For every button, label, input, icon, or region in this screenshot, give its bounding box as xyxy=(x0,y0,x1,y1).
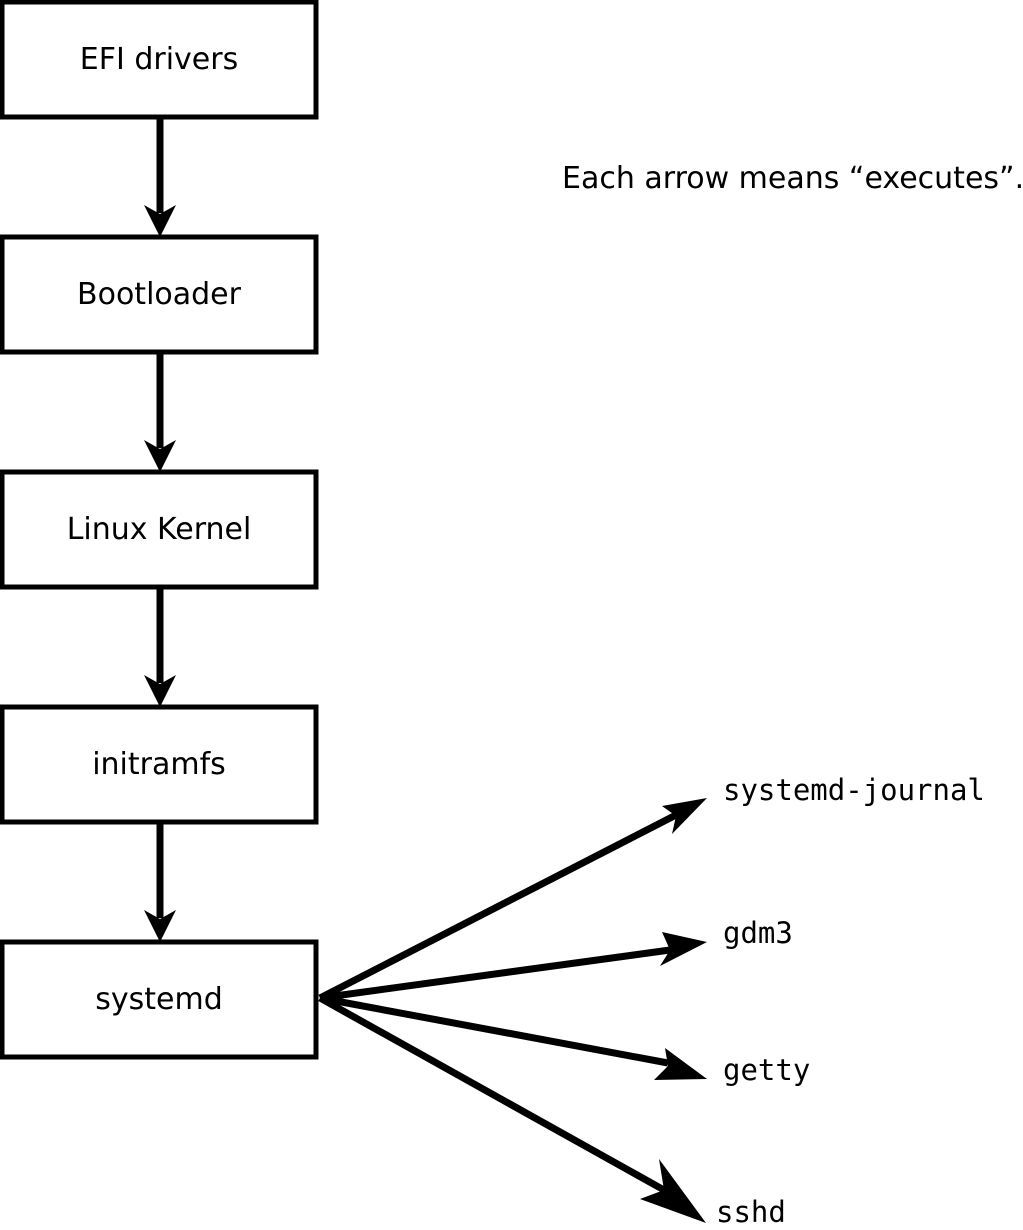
diagram-caption: Each arrow means “executes”. xyxy=(562,161,1023,196)
stage-label-initramfs: initramfs xyxy=(92,747,226,782)
stage-label-bootloader: Bootloader xyxy=(77,277,241,312)
service-arrow-gdm3 xyxy=(319,932,707,1002)
stage-box-linux-kernel[interactable] xyxy=(0,469,319,590)
stage-box-efi-drivers[interactable] xyxy=(0,0,319,120)
stage-box-bootloader[interactable] xyxy=(0,234,319,355)
stage-label-efi-drivers: EFI drivers xyxy=(79,42,239,77)
chain-arrow-kernel-to-initramfs xyxy=(144,589,176,707)
service-arrow-sshd xyxy=(318,994,706,1223)
service-arrow-systemd-journal xyxy=(318,798,707,1002)
stage-label-linux-kernel: Linux Kernel xyxy=(66,512,252,547)
chain-arrow-bootloader-to-kernel xyxy=(144,354,176,472)
chain-arrow-initramfs-to-systemd xyxy=(144,824,176,942)
service-label-systemd-journal: systemd-journal xyxy=(723,773,985,807)
service-label-sshd: sshd xyxy=(716,1195,786,1229)
chain-arrow-efi-to-bootloader xyxy=(144,119,176,237)
stage-box-systemd[interactable] xyxy=(0,939,319,1060)
service-arrow-getty xyxy=(319,994,707,1080)
service-label-getty: getty xyxy=(723,1053,811,1087)
service-label-gdm3: gdm3 xyxy=(723,916,793,950)
stage-box-initramfs[interactable] xyxy=(0,704,319,825)
stage-label-systemd: systemd xyxy=(95,982,223,1017)
